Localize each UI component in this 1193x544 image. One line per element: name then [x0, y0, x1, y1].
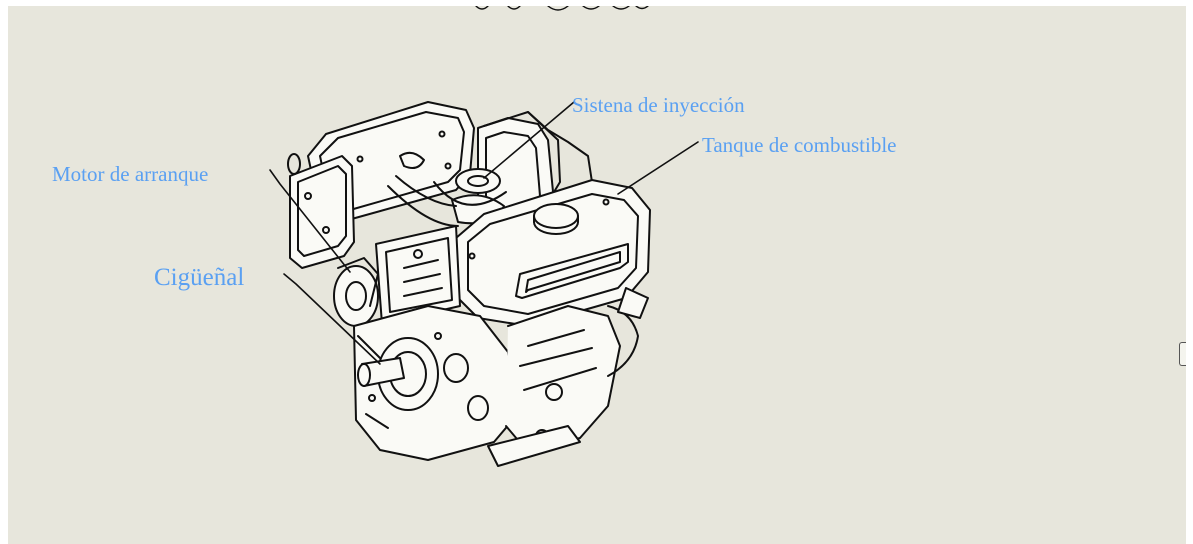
label-tanque-de-combustible: Tanque de combustible: [702, 133, 897, 157]
muffler: [287, 153, 355, 269]
cylinder-block: [375, 225, 461, 325]
starter-motor: [333, 257, 379, 327]
air-cleaner: [483, 111, 593, 193]
cropped-fragment: [475, 6, 649, 11]
leader-sistema-inyeccion: [483, 101, 575, 179]
drawing-viewport: Motor de arranque Cigüeñal Sistena de in…: [8, 6, 1186, 544]
resize-handle[interactable]: [1179, 342, 1186, 366]
label-motor-de-arranque: Motor de arranque: [52, 162, 209, 186]
lower-assembly: [487, 287, 649, 467]
crankshaft: [357, 357, 405, 387]
crankcase: [353, 305, 517, 461]
leader-lines: [269, 101, 699, 365]
leader-motor-arranque: [269, 169, 351, 273]
label-ciguenal: Cigüeñal: [154, 264, 245, 291]
engine-drawing: [269, 6, 699, 467]
fuel-tank: [455, 179, 651, 327]
leader-tanque-combustible: [617, 141, 699, 195]
leader-ciguenal: [283, 273, 381, 365]
label-sistema-de-inyeccion: Sistena de inyección: [572, 93, 745, 117]
